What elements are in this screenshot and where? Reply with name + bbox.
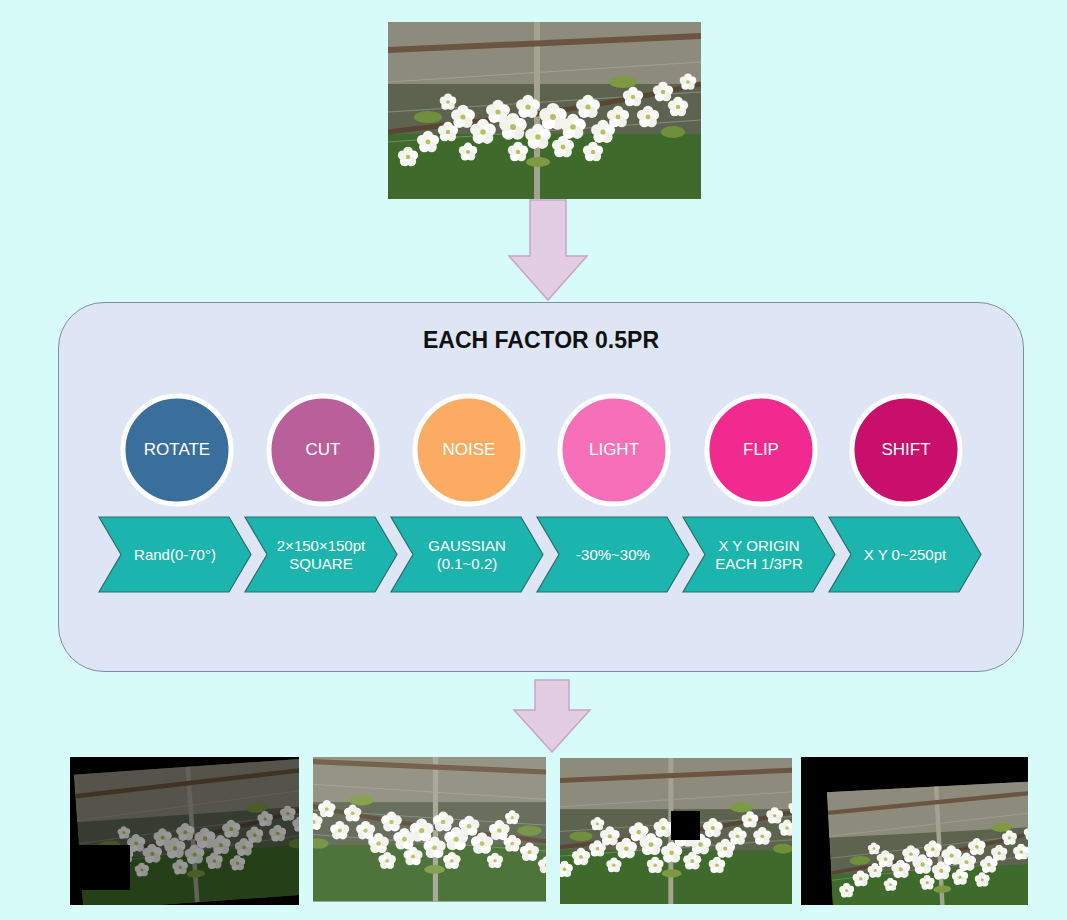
chevron-shape (99, 517, 251, 592)
circle-shape (852, 396, 960, 504)
parameter-chevron: 2×150×150pt SQUARE (245, 517, 397, 592)
parameter-chevron: X Y 0~250pt (829, 517, 981, 592)
circle-shape (269, 396, 377, 504)
cut-square (72, 845, 130, 890)
augmentation-panel: EACH FACTOR 0.5PR ROTATE CUT NOISE LIGHT FLIP… (58, 302, 1024, 672)
darken-overlay (70, 757, 299, 905)
photo-scene (560, 758, 792, 904)
parameter-label: GAUSSIAN (0.1~0.2) (415, 537, 519, 573)
chevron-shape (683, 517, 835, 592)
down-arrow (514, 680, 590, 752)
parameter-chevron: -30%~30% (537, 517, 689, 592)
factor-label: SHIFT (858, 440, 954, 460)
factor-label: LIGHT (566, 440, 662, 460)
parameter-chevron: GAUSSIAN (0.1~0.2) (391, 517, 543, 592)
factor-label: ROTATE (129, 440, 225, 460)
parameter-chevron: Rand(0-70°) (99, 517, 251, 592)
circle-shape (123, 396, 231, 504)
chevron-shape (537, 517, 689, 592)
chevron-shape (245, 517, 397, 592)
factor-circle: CUT (266, 393, 380, 507)
circle-shape (707, 396, 815, 504)
parameter-label: X Y 0~250pt (853, 546, 957, 564)
augmented-photo (70, 757, 299, 905)
parameter-label: -30%~30% (561, 546, 665, 564)
source-photo (388, 22, 701, 199)
down-arrow (509, 200, 587, 300)
chevron-shape (829, 517, 981, 592)
photo-fill (70, 757, 299, 905)
parameter-chevron: X Y ORIGIN EACH 1/3PR (683, 517, 835, 592)
chevron-shape (391, 517, 543, 592)
panel-title: EACH FACTOR 0.5PR (59, 303, 1023, 355)
brighten-overlay (313, 757, 546, 905)
factor-circle: FLIP (704, 393, 818, 507)
circle-shape (560, 396, 668, 504)
parameter-label: X Y ORIGIN EACH 1/3PR (707, 537, 811, 573)
parameter-label: Rand(0-70°) (123, 546, 227, 564)
augmented-photo (560, 758, 792, 904)
photo-scene (827, 780, 1028, 905)
factor-circle: SHIFT (849, 393, 963, 507)
factor-circle: ROTATE (120, 393, 234, 507)
factor-circle: NOISE (412, 393, 526, 507)
augmented-photo (801, 757, 1028, 905)
factor-label: FLIP (713, 440, 809, 460)
augmented-photo (313, 757, 546, 905)
factor-circle: LIGHT (557, 393, 671, 507)
cut-square (671, 811, 700, 840)
parameter-label: 2×150×150pt SQUARE (269, 537, 373, 573)
circle-shape (415, 396, 523, 504)
factor-label: CUT (275, 440, 371, 460)
factor-label: NOISE (421, 440, 517, 460)
